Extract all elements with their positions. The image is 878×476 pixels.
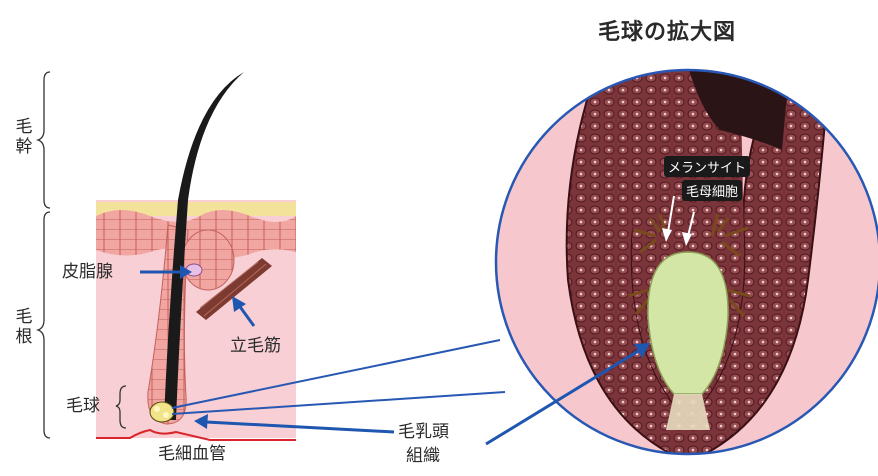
label-arrector-pili: 立毛筋	[230, 338, 281, 355]
dermal-papilla	[648, 252, 728, 394]
label-dermal-papilla-1: 毛乳頭	[398, 424, 449, 441]
zoom-title: 毛球の拡大図	[598, 14, 736, 46]
bracket-hair-root	[38, 212, 50, 438]
label-hair-root: 毛根	[14, 308, 34, 347]
label-hair-bulb: 毛球	[66, 398, 100, 415]
label-matrix-cell: 毛母細胞	[682, 180, 742, 201]
hair-bulb	[150, 402, 174, 422]
label-melanocyte: メランサイト	[664, 156, 750, 177]
label-sebaceous-gland: 皮脂腺	[62, 264, 113, 281]
label-hair-shaft: 毛幹	[14, 118, 34, 157]
label-capillary: 毛細血管	[158, 446, 226, 463]
sebaceous-gland	[182, 230, 234, 290]
label-dermal-papilla-2: 組織	[406, 448, 440, 465]
skin-section	[38, 72, 296, 440]
bracket-hair-shaft	[38, 72, 50, 208]
